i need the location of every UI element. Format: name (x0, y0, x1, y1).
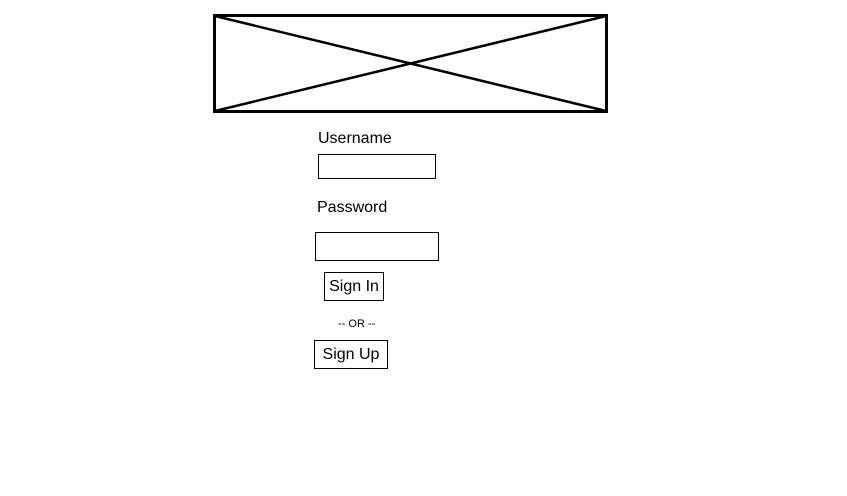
sign-up-button[interactable]: Sign Up (314, 340, 388, 369)
sign-in-button[interactable]: Sign In (324, 272, 384, 301)
image-placeholder-icon (213, 14, 608, 113)
image-placeholder-graphic (213, 14, 608, 113)
password-input[interactable] (315, 232, 439, 261)
or-divider: -- OR -- (338, 318, 376, 330)
username-label: Username (318, 130, 392, 147)
password-label: Password (317, 199, 388, 216)
username-input[interactable] (318, 154, 436, 179)
